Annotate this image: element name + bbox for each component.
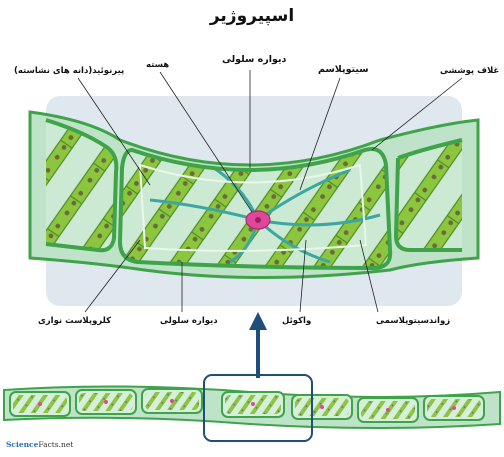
label-cytoplasm: سیتوپلاسم <box>318 64 369 75</box>
sciencefacts-logo: ScienceFacts.net <box>6 440 73 449</box>
label-cell-wall-top: دیواره سلولی <box>222 54 286 65</box>
label-nucleus: هسته <box>146 60 169 70</box>
filament-overview <box>4 375 500 441</box>
label-pyrenoid: پیرنوئید(دانه های نشاسته) <box>14 66 124 76</box>
label-ribbon-chloroplast: کلروپلاست نواری <box>38 316 111 326</box>
label-cytoplasmic-strands: زواندسیتوپلاسمی <box>376 316 450 326</box>
arrow-head <box>249 312 267 330</box>
label-cell-wall-bottom: دیواره سلولی <box>160 316 218 326</box>
label-vacuole: واکوئل <box>282 316 311 326</box>
label-mucilage-sheath: غلاف پوششی <box>440 66 499 76</box>
